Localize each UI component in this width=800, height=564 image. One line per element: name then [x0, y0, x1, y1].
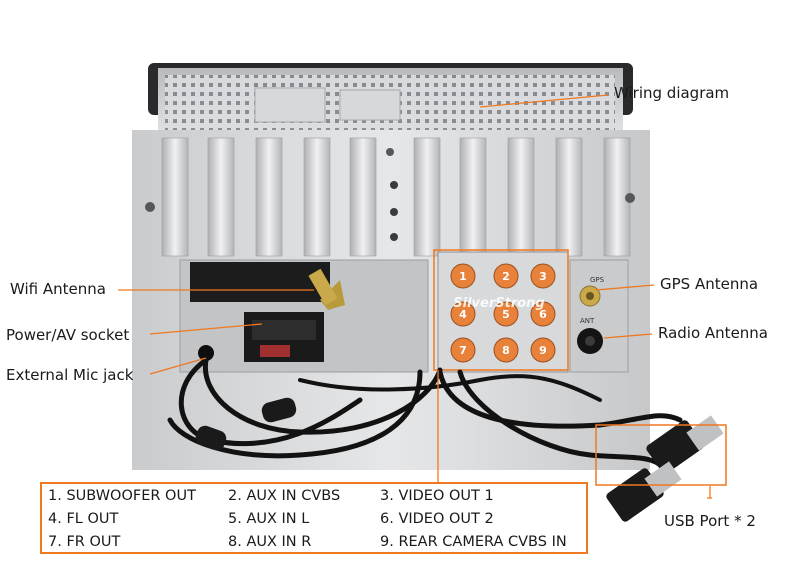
- rca-jack-number: 7: [459, 344, 467, 357]
- label-power-av-socket: Power/AV socket: [6, 326, 130, 344]
- rca-jack: [450, 337, 476, 363]
- legend-item: 6. VIDEO OUT 2: [380, 511, 494, 527]
- rca-jack-number: 5: [502, 308, 510, 321]
- usb-connectors: [606, 415, 724, 522]
- rca-jack-number: 9: [539, 344, 547, 357]
- gps-port-text: GPS: [590, 276, 605, 284]
- rca-jack-number: 2: [502, 270, 510, 283]
- label-wiring-diagram: Wiring diagram: [614, 84, 730, 102]
- rca-highlight-box: [433, 249, 569, 371]
- rca-jack-number: 6: [539, 308, 547, 321]
- wifi-antenna-cable: [190, 262, 330, 302]
- rca-jack: [530, 263, 556, 289]
- rca-jacks: 1 2 3 4 5 6 7 8 9: [450, 263, 556, 363]
- rca-jack: [493, 263, 519, 289]
- heatsink-fins: [161, 137, 631, 257]
- label-wifi-antenna: Wifi Antenna: [10, 280, 106, 298]
- legend-item: 9. REAR CAMERA CVBS IN: [380, 534, 567, 550]
- rca-jack-number: 3: [539, 270, 547, 283]
- usb-highlight-box: [595, 424, 727, 486]
- legend-item: 8. AUX IN R: [228, 534, 312, 550]
- label-gps-antenna: GPS Antenna: [660, 275, 759, 293]
- rca-jack: [530, 301, 556, 327]
- legend-item: 5. AUX IN L: [228, 511, 310, 527]
- heatsink-fin: [161, 137, 189, 257]
- rca-jack-number: 4: [459, 308, 467, 321]
- mic-jack: [198, 345, 214, 361]
- heatsink-fin: [459, 137, 487, 257]
- leader-lines: [118, 94, 712, 499]
- legend-item: 7. FR OUT: [48, 534, 121, 550]
- legend-item: 3. VIDEO OUT 1: [380, 488, 494, 504]
- rca-jack: [493, 301, 519, 327]
- heatsink-fin: [555, 137, 583, 257]
- rca-jack-number: 1: [459, 270, 467, 283]
- rca-jack: [450, 301, 476, 327]
- rca-jack: [530, 337, 556, 363]
- legend-item: 1. SUBWOOFER OUT: [48, 488, 196, 504]
- wifi-antenna-connector: [308, 268, 338, 306]
- rca-jack: [450, 263, 476, 289]
- brand-watermark: SilverStrong: [453, 296, 544, 311]
- ant-port-text: ANT: [580, 317, 595, 325]
- heatsink-fin: [303, 137, 331, 257]
- heatsink-fin: [207, 137, 235, 257]
- legend-item: 4. FL OUT: [48, 511, 119, 527]
- heatsink-fin: [349, 137, 377, 257]
- rca-jack: [493, 337, 519, 363]
- rca-jack-number: 8: [502, 344, 510, 357]
- label-usb-port: USB Port * 2: [664, 512, 756, 530]
- output-legend: 1. SUBWOOFER OUT 2. AUX IN CVBS 3. VIDEO…: [40, 482, 588, 554]
- label-external-mic-jack: External Mic jack: [6, 366, 134, 384]
- heatsink-fin: [507, 137, 535, 257]
- label-radio-antenna: Radio Antenna: [658, 324, 769, 342]
- heatsink-fin: [413, 137, 441, 257]
- heatsink-fin: [255, 137, 283, 257]
- legend-item: 2. AUX IN CVBS: [228, 488, 341, 504]
- cables: [167, 357, 683, 468]
